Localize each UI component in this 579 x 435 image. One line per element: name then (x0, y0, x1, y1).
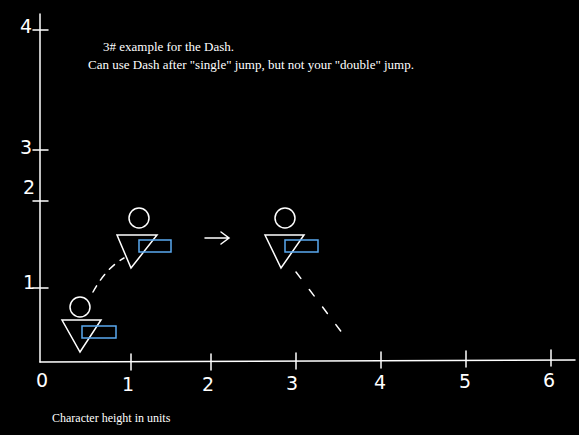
axis-number: 2 (202, 374, 214, 396)
axis-number: 1 (23, 272, 35, 294)
axis-tick (550, 350, 552, 366)
axis-number: 4 (374, 372, 386, 394)
note-text: 3# example for the Dash. (103, 40, 234, 55)
fall-path (296, 272, 346, 338)
axis-tick (210, 354, 212, 370)
axis-number: 5 (459, 371, 471, 393)
y-axis (39, 14, 41, 362)
axis-tick (33, 149, 48, 151)
dash-arrow (205, 232, 229, 244)
note-text: Can use Dash after "single" jump, but no… (88, 58, 414, 73)
axis-tick (130, 354, 132, 370)
x-axis (40, 360, 575, 362)
axis-tick (33, 29, 48, 31)
hitbox (285, 240, 318, 252)
axis-number: 6 (543, 370, 555, 392)
character-head (70, 297, 90, 317)
axis-tick (33, 200, 48, 202)
axis-number: 3 (286, 373, 298, 395)
axis-tick (295, 353, 297, 369)
axis-number: 1 (122, 374, 134, 396)
axis-tick (465, 351, 467, 367)
axis-number: 2 (23, 177, 35, 199)
axis-tick (33, 287, 48, 289)
character-head (275, 208, 295, 228)
jump-path (93, 258, 124, 292)
axis-number: 3 (20, 137, 32, 159)
axis-number: 0 (36, 370, 48, 392)
hitbox (139, 240, 171, 252)
character-head (129, 208, 149, 228)
axis-caption: Character height in units (52, 412, 170, 426)
axis-tick (380, 352, 382, 368)
axis-number: 4 (20, 16, 32, 38)
hitbox (82, 326, 116, 338)
